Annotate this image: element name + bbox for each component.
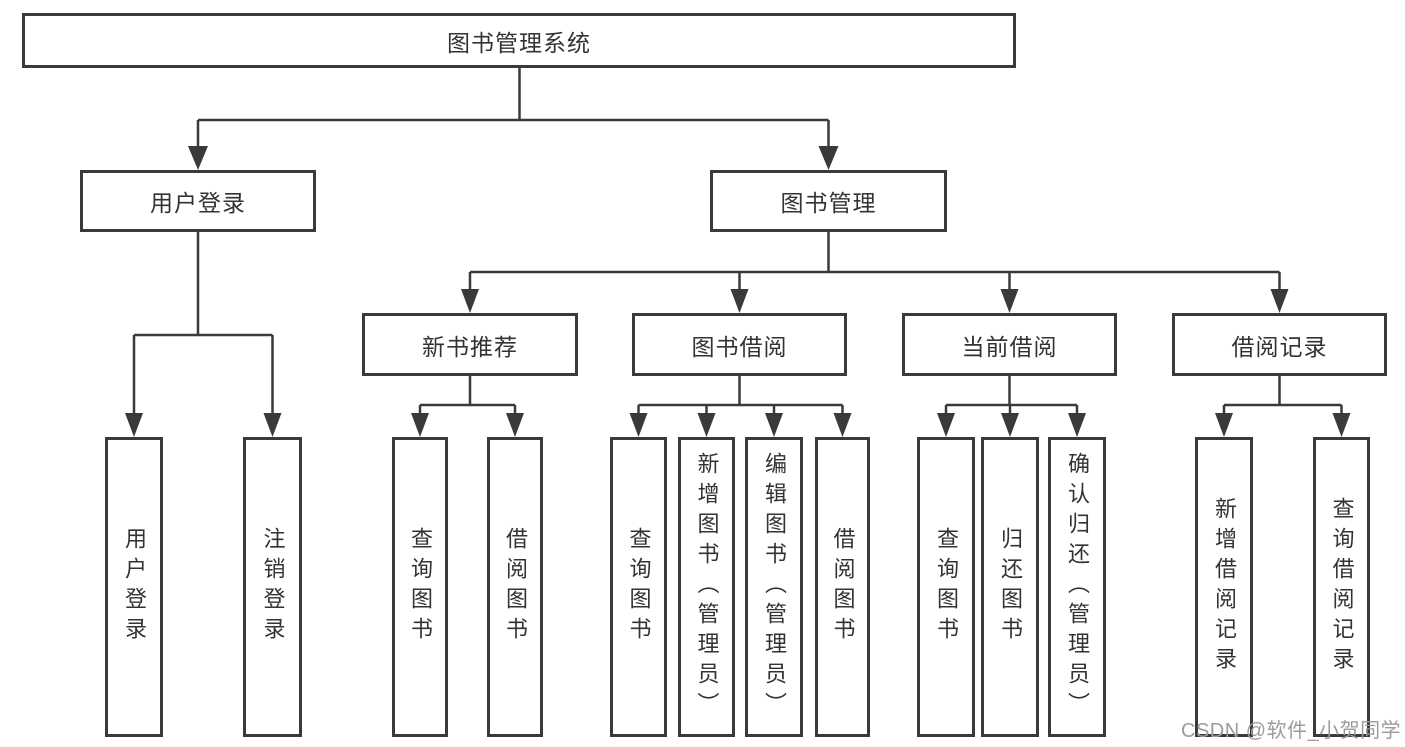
node-user-login: 用户登录 [80, 170, 316, 232]
leaf-bb-borrow-books: 借阅图书 [815, 437, 870, 737]
leaf-label: 新增图书（管理员） [694, 452, 720, 722]
arrowhead-bb-add [697, 413, 716, 437]
leaf-nb-query-books: 查询图书 [392, 437, 448, 737]
arrowhead-leaf-logout [263, 413, 282, 437]
node-label: 借阅记录 [1231, 333, 1328, 360]
node-borrowing-records: 借阅记录 [1172, 313, 1387, 376]
arrowhead-current-borrowing [1000, 289, 1019, 313]
node-label: 用户登录 [150, 190, 246, 216]
arrowhead-new-books [461, 289, 479, 313]
connector-user-login-children [132, 232, 274, 415]
node-label: 图书管理系统 [447, 29, 591, 56]
node-book-management: 图书管理 [710, 170, 947, 232]
arrowhead-book-management [818, 146, 839, 170]
leaf-label: 查询图书 [626, 527, 652, 647]
arrowhead-book-borrowing [730, 289, 749, 313]
leaf-nb-borrow-books: 借阅图书 [487, 437, 543, 737]
arrowhead-bb-edit [765, 413, 783, 437]
leaf-bb-add-books-admin: 新增图书（管理员） [678, 437, 735, 737]
leaf-label: 确认归还（管理员） [1065, 452, 1090, 722]
leaf-br-query-record: 查询借阅记录 [1313, 437, 1370, 737]
node-label: 图书管理 [780, 190, 877, 216]
connector-borrowing-records-children [1222, 376, 1343, 415]
leaf-bb-query-books: 查询图书 [610, 437, 667, 737]
connector-book-management-children [468, 232, 1281, 291]
watermark: CSDN @软件_小贺同学 [1181, 720, 1402, 742]
node-library-management-system: 图书管理系统 [22, 13, 1016, 68]
connector-root-to-level2 [196, 68, 830, 148]
leaf-label: 查询借阅记录 [1329, 497, 1355, 677]
leaf-label: 用户登录 [122, 527, 147, 647]
arrowhead-cb-query [937, 413, 955, 437]
arrowhead-cb-return [1001, 413, 1019, 437]
leaf-label: 查询图书 [408, 527, 433, 647]
leaf-bb-edit-books-admin: 编辑图书（管理员） [745, 437, 803, 737]
node-current-borrowing: 当前借阅 [902, 313, 1117, 376]
leaf-cb-confirm-return-admin: 确认归还（管理员） [1048, 437, 1106, 737]
leaf-cb-query-books: 查询图书 [917, 437, 975, 737]
arrowhead-user-login [188, 146, 208, 170]
node-new-book-recommendation: 新书推荐 [362, 313, 578, 376]
leaf-label: 编辑图书（管理员） [762, 452, 787, 722]
arrowhead-nb-query [411, 413, 429, 437]
arrowhead-cb-confirm [1068, 413, 1086, 437]
arrowhead-br-query [1332, 413, 1351, 437]
leaf-label: 查询图书 [934, 527, 959, 647]
connector-new-books-children [418, 376, 517, 415]
leaf-label: 注销登录 [260, 527, 286, 647]
leaf-user-login: 用户登录 [105, 437, 163, 737]
arrowhead-br-add [1215, 413, 1233, 437]
leaf-label: 借阅图书 [503, 527, 528, 647]
leaf-label: 归还图书 [998, 527, 1023, 647]
leaf-logout: 注销登录 [243, 437, 302, 737]
node-book-borrowing: 图书借阅 [632, 313, 847, 376]
arrowhead-leaf-user-login [125, 413, 143, 437]
connector-book-borrowing-children [637, 376, 844, 415]
arrowhead-bb-borrow [833, 413, 852, 437]
arrowhead-bb-query [629, 413, 648, 437]
node-label: 图书借阅 [691, 333, 788, 360]
leaf-cb-return-books: 归还图书 [981, 437, 1039, 737]
leaf-label: 借阅图书 [830, 527, 856, 647]
leaf-label: 新增借阅记录 [1212, 497, 1237, 677]
node-label: 新书推荐 [422, 333, 518, 360]
connector-current-borrowing-children [944, 376, 1079, 415]
arrowhead-borrowing-records [1270, 289, 1289, 313]
leaf-br-add-record: 新增借阅记录 [1195, 437, 1253, 737]
node-label: 当前借阅 [961, 333, 1058, 360]
arrowhead-nb-borrow [506, 413, 524, 437]
